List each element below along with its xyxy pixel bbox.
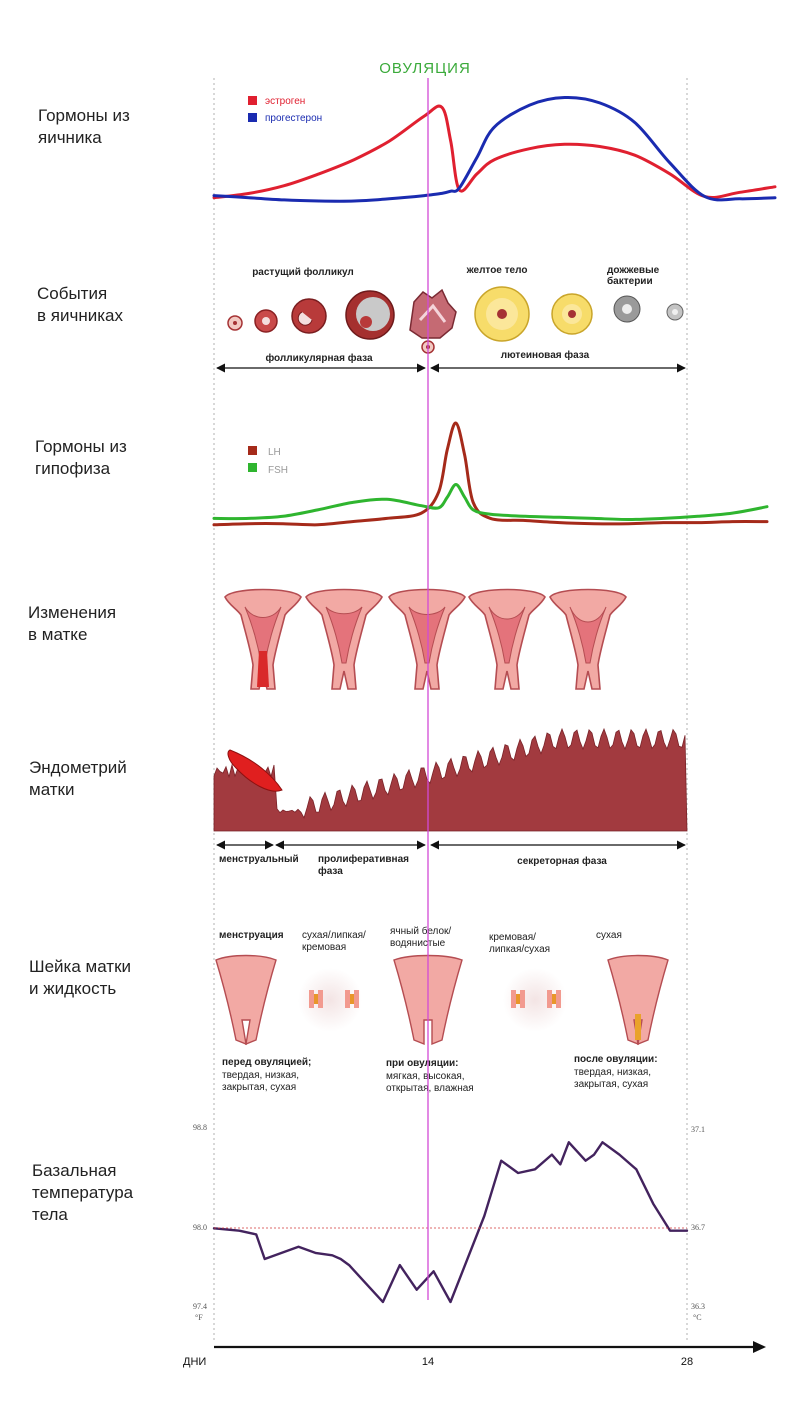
cervix-mucus-icon-4 [547,990,561,1008]
cervix-eggwhite-label-1: ячный белок/ [390,925,451,937]
secretory-phase-label: секреторная фаза [517,855,607,867]
fsh-legend-swatch [248,463,257,472]
after-ovulation-desc-2: закрытая, сухая [574,1079,648,1090]
c-tick-36-7: 36.7 [691,1223,705,1232]
f-tick-98-0: 98.0 [193,1223,207,1232]
f-unit: °F [195,1313,203,1322]
label-endometrium: Эндометрий матки [29,758,127,799]
ovary-hormones-chart [212,95,777,203]
at-ovulation-desc-2: открытая, влажная [386,1083,474,1094]
uterus-icons [224,588,627,690]
cervix-mucus-icon-2 [345,990,359,1008]
cervix-menstruation-label: менструация [219,930,284,941]
uterus-icon-4 [468,588,546,690]
days-axis-label: ДНИ [183,1356,206,1368]
menstrual-flow-icon [227,749,283,792]
at-ovulation-title: при овуляции: [386,1058,458,1069]
at-ovulation-desc-1: мягкая, высокая, [386,1071,465,1082]
cervix-mucus-icon-3 [511,990,525,1008]
follicular-phase-label: фолликулярная фаза [265,352,373,364]
cervix-sticky-label-2: кремовая [302,942,346,953]
follicle-3-icon [291,298,327,334]
ruptured-follicle-icon [409,288,457,339]
c-unit: °C [693,1313,702,1322]
day-tick-28: 28 [681,1356,693,1368]
proliferative-phase-label-2: фаза [318,865,343,877]
lh-legend-swatch [248,446,257,455]
fsh-legend: FSH [268,465,288,476]
c-tick-36-3: 36.3 [691,1302,705,1311]
ovulation-title: ОВУЛЯЦИЯ [379,60,471,77]
fsh-line [212,483,769,521]
cervix-section: менструация сухая/липкая/ кремовая ячный… [215,925,669,1094]
day-tick-14: 14 [422,1356,434,1368]
after-ovulation-desc-1: твердая, низкая, [574,1067,651,1078]
f-tick-98-8: 98.8 [193,1123,207,1132]
bbt-chart [212,1141,689,1304]
corpus-albicans-label-1: дожжевые [607,265,660,276]
label-ovary-hormones: Гормоны из яичника [38,106,130,147]
menstrual-phase-label: менструальный [219,854,299,865]
label-cervix: Шейка матки и жидкость [29,957,132,998]
before-ovulation-desc-1: твердая, низкая, [222,1070,299,1081]
before-ovulation-title: перед овуляцией; [222,1057,311,1068]
luteal-phase-label: лютеиновая фаза [501,349,590,361]
corpus-luteum-small-icon [551,293,593,335]
uterus-icon-2 [305,588,383,690]
corpus-luteum-label: желтое тело [466,265,528,276]
cervix-after-icon [607,954,669,1046]
cervix-menstruation-icon [215,954,277,1046]
progesterone-line [212,95,777,203]
before-ovulation-desc-2: закрытая, сухая [222,1082,296,1093]
corpus-luteum-large-icon [474,286,530,342]
pituitary-hormones-chart [212,421,769,527]
follicle-icons [227,286,684,354]
lh-line [212,421,769,527]
proliferative-phase-label-1: пролиферативная [318,853,409,865]
after-ovulation-title: после овуляции: [574,1054,658,1065]
cervix-creamy-label-1: кремовая/ [489,932,536,943]
corpus-albicans-label-2: бактерии [607,275,653,287]
cervix-creamy-label-2: липкая/сухая [489,944,550,955]
cervix-eggwhite-label-2: водянистые [390,938,446,949]
corpus-albicans-small-icon [666,303,684,321]
label-ovary-events: События в яичниках [37,284,123,325]
label-pituitary: Гормоны из гипофиза [35,437,127,478]
estrogen-legend: эстроген [265,96,305,107]
lh-legend: LH [268,447,281,458]
bbt-line [212,1141,689,1304]
uterus-icon-5 [549,588,627,690]
day-axis-arrowhead [753,1341,766,1353]
uterus-icon-3 [388,588,466,690]
estrogen-legend-swatch [248,96,257,105]
estrogen-line [212,104,777,200]
cervix-sticky-label-1: сухая/липкая/ [302,930,366,941]
growing-follicle-label: растущий фолликул [252,266,354,278]
label-uterus: Изменения в матке [28,603,117,644]
cervix-dry-label: сухая [596,930,622,941]
label-bbt: Базальная температура тела [32,1161,134,1224]
f-tick-97-4: 97.4 [193,1302,207,1311]
progesterone-legend: прогестерон [265,113,322,124]
cervix-mucus-icon-1 [309,990,323,1008]
endometrium-illustration [213,727,688,832]
corpus-albicans-large-icon [613,295,641,323]
c-tick-37-1: 37.1 [691,1125,705,1134]
progesterone-legend-swatch [248,113,257,122]
uterus-icon-1 [224,588,302,690]
